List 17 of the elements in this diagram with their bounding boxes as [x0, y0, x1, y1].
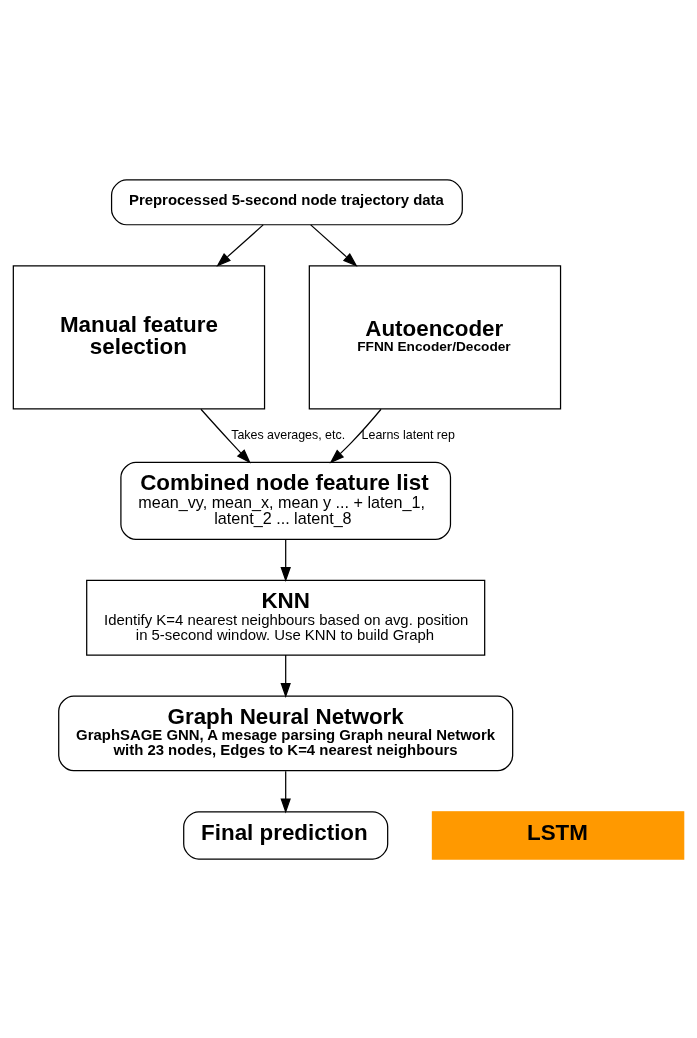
node-box: KNN Identify K=4 nearest neighbours based on avg. position in 5-second window. Use KNN to build Graph [86, 579, 486, 656]
edge-label: Learns latent rep [361, 427, 455, 442]
node-box: Manual feature selection [12, 264, 266, 409]
node-box: Final prediction [183, 810, 389, 860]
node-box: Combined node feature list mean_vy, mean_x, mean y ... + laten_1, latent_2 ... latent_8 [120, 461, 452, 540]
node-box: Autoencoder FFNN Encoder/Decoder [308, 264, 562, 409]
edge-label: Takes averages, etc. [231, 427, 346, 442]
node-box: LSTM [431, 810, 685, 860]
arrow [329, 408, 382, 463]
node-box: Graph Neural Network GraphSAGE GNN, A mesage parsing Graph neural Network with 23 nodes, Edges to K=4 nearest neighbours [58, 695, 514, 771]
arrow [280, 538, 291, 582]
arrow [310, 223, 358, 267]
node-box: Preprocessed 5-second node trajectory data [110, 178, 463, 225]
arrow [200, 408, 251, 464]
arrow [280, 654, 291, 698]
arrow [216, 223, 264, 267]
arrow [280, 770, 291, 813]
